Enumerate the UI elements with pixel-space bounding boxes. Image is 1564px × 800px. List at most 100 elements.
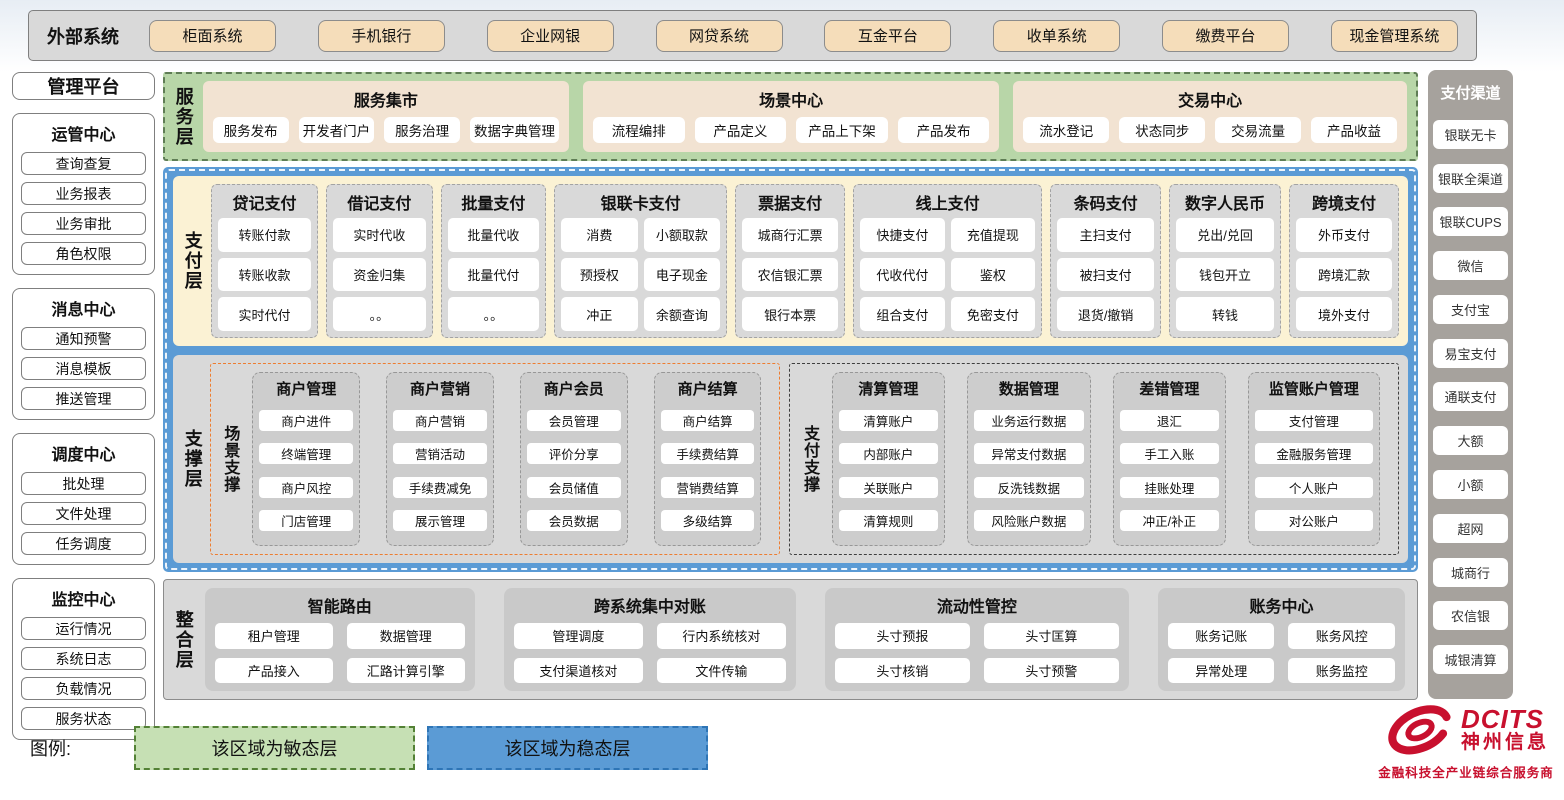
- payment-channel-item: 城银清算: [1433, 645, 1508, 675]
- integration-item: 头寸核销: [834, 657, 970, 683]
- dcits-swirl-icon: [1388, 705, 1451, 755]
- management-item: 负载情况: [21, 677, 146, 700]
- payment-channel-item: 城商行: [1433, 557, 1508, 587]
- integration-item: 头寸预报: [834, 623, 970, 649]
- external-system-item: 手机银行: [317, 19, 445, 52]
- service-item: 开发者门户: [298, 117, 375, 143]
- service-groups: 服务集市 服务发布开发者门户服务治理数据字典管理 场景中心 流程编排产品定义产品…: [202, 81, 1407, 152]
- group-title: 交易中心: [1178, 93, 1243, 110]
- integration-item: 异常处理: [1167, 657, 1275, 683]
- integration-item: 管理调度: [513, 623, 643, 649]
- service-item: 产品上下架: [796, 117, 888, 143]
- external-systems-bar: 外部系统 柜面系统手机银行企业网银网贷系统互金平台收单系统缴费平台现金管理系统: [28, 10, 1477, 61]
- management-item: 消息模板: [21, 357, 146, 380]
- payment-item: 实时代收: [333, 218, 426, 252]
- column-items: 兑出/兑回钱包开立转钱: [1176, 218, 1274, 331]
- service-item: 流水登记: [1023, 117, 1110, 143]
- support-item: 挂账处理: [1120, 476, 1219, 498]
- payment-channel-item: 小额: [1433, 470, 1508, 500]
- column-title: 票据支付: [758, 196, 823, 213]
- payment-channel-item: 农信银: [1433, 601, 1508, 631]
- integration-item: 行内系统核对: [656, 623, 786, 649]
- legend-agile-layer: 该区域为敏态层: [134, 726, 416, 770]
- external-system-item: 柜面系统: [149, 19, 276, 52]
- column-items: 商户进件终端管理商户风控门店管理: [259, 402, 354, 539]
- service-item: 产品发布: [897, 117, 990, 143]
- panel-cross-system-reconciliation: 跨系统集中对账 管理调度行内系统核对支付渠道核对文件传输: [503, 588, 796, 691]
- payment-item: 免密支付: [950, 297, 1036, 331]
- payment-item: 。。: [333, 297, 426, 331]
- column-title: 差错管理: [1139, 381, 1200, 398]
- dcits-logo: DCITS 神州信息 金融科技全产业链综合服务商: [1368, 702, 1564, 790]
- management-item: 任务调度: [21, 532, 146, 555]
- group-service-market: 服务集市 服务发布开发者门户服务治理数据字典管理: [202, 81, 569, 152]
- support-item: 风险账户数据: [973, 509, 1085, 531]
- group-scene-support: 场景支撑 商户管理 商户进件终端管理商户风控门店管理 商户营销 商户营销营销活动…: [209, 363, 781, 555]
- service-item: 产品定义: [694, 117, 787, 143]
- support-item: 终端管理: [259, 443, 354, 465]
- column-title: 监管账户管理: [1268, 381, 1359, 398]
- payment-channel-item: 银联全渠道: [1433, 163, 1508, 193]
- section-items: 运行情况系统日志负载情况服务状态: [21, 617, 146, 730]
- group-items: 服务发布开发者门户服务治理数据字典管理: [212, 116, 559, 144]
- integration-item: 数据管理: [346, 623, 465, 649]
- column-items: 实时代收资金归集。。: [333, 218, 426, 331]
- support-item: 商户风控: [259, 476, 354, 498]
- integration-item: 汇路计算引擎: [346, 657, 465, 683]
- payment-item: 外币支付: [1295, 218, 1392, 252]
- column-merchant-management: 商户管理 商户进件终端管理商户风控门店管理: [252, 372, 361, 546]
- payment-channel-item: 微信: [1433, 251, 1508, 281]
- payment-item: 鉴权: [950, 257, 1036, 292]
- legend: 图例: 该区域为敏态层 该区域为稳态层: [30, 726, 709, 770]
- panel-title: 智能路由: [307, 599, 372, 616]
- section-title: 调度中心: [51, 447, 116, 464]
- scene-support-columns: 商户管理 商户进件终端管理商户风控门店管理 商户营销 商户营销营销活动手续费减免…: [244, 372, 769, 546]
- management-item: 系统日志: [21, 647, 146, 670]
- payment-item: 境外支付: [1295, 297, 1392, 331]
- external-system-item: 收单系统: [993, 19, 1121, 52]
- column-items: 会员管理评价分享会员储值会员数据: [526, 402, 621, 539]
- payment-item: 实时代付: [217, 297, 312, 331]
- column-batch-payment: 批量支付 批量代收批量代付。。: [440, 184, 547, 338]
- support-item: 评价分享: [526, 443, 621, 465]
- management-item: 查询查复: [21, 152, 146, 175]
- payment-item: 转钱: [1176, 297, 1274, 331]
- panel-title: 跨系统集中对账: [593, 599, 706, 616]
- payment-channel-item: 支付宝: [1433, 294, 1508, 324]
- column-title: 商户营销: [410, 381, 471, 398]
- panel-accounting-center: 账务中心 账务记账账务风控异常处理账务监控: [1157, 588, 1405, 691]
- service-item: 数据字典管理: [469, 117, 559, 143]
- legend-stable-layer: 该区域为稳态层: [427, 726, 709, 770]
- column-title: 数据管理: [998, 381, 1059, 398]
- section-title: 监控中心: [51, 592, 116, 609]
- payment-item: 被扫支付: [1057, 257, 1155, 292]
- column-title: 借记支付: [347, 196, 412, 213]
- external-systems-list: 柜面系统手机银行企业网银网贷系统互金平台收单系统缴费平台现金管理系统: [149, 19, 1458, 52]
- integration-item: 头寸预警: [983, 657, 1119, 683]
- payment-item: 快捷支付: [860, 218, 945, 252]
- support-item: 营销活动: [393, 443, 487, 465]
- logo-name: 神州信息: [1460, 731, 1549, 753]
- column-items: 消费小额取款预授权电子现金冲正余额查询: [561, 218, 721, 331]
- management-platform-sidebar: 管理平台 运管中心 查询查复业务报表业务审批角色权限 消息中心 通知预警消息模板…: [12, 72, 155, 740]
- column-items: 清算账户内部账户关联账户清算规则: [839, 402, 938, 539]
- column-items: 外币支付跨境汇款境外支付: [1295, 218, 1392, 331]
- support-item: 手续费结算: [660, 443, 755, 465]
- payment-item: 批量代付: [447, 257, 540, 292]
- column-merchant-marketing: 商户营销 商户营销营销活动手续费减免展示管理: [386, 372, 494, 546]
- service-item: 服务发布: [212, 117, 289, 143]
- panel-items: 账务记账账务风控异常处理账务监控: [1167, 623, 1395, 683]
- external-system-item: 现金管理系统: [1330, 19, 1458, 52]
- support-item: 业务运行数据: [973, 410, 1085, 432]
- support-item: 反洗钱数据: [973, 476, 1085, 498]
- payment-item: 预授权: [561, 257, 638, 292]
- column-items: 商户营销营销活动手续费减免展示管理: [393, 402, 487, 539]
- column-title: 商户管理: [276, 381, 337, 398]
- payment-item: 转账收款: [217, 257, 312, 292]
- column-items: 快捷支付充值提现代收代付鉴权组合支付免密支付: [860, 218, 1036, 331]
- management-item: 通知预警: [21, 327, 146, 350]
- support-item: 会员数据: [526, 509, 621, 531]
- external-system-item: 网贷系统: [655, 19, 783, 52]
- management-item: 角色权限: [21, 242, 146, 265]
